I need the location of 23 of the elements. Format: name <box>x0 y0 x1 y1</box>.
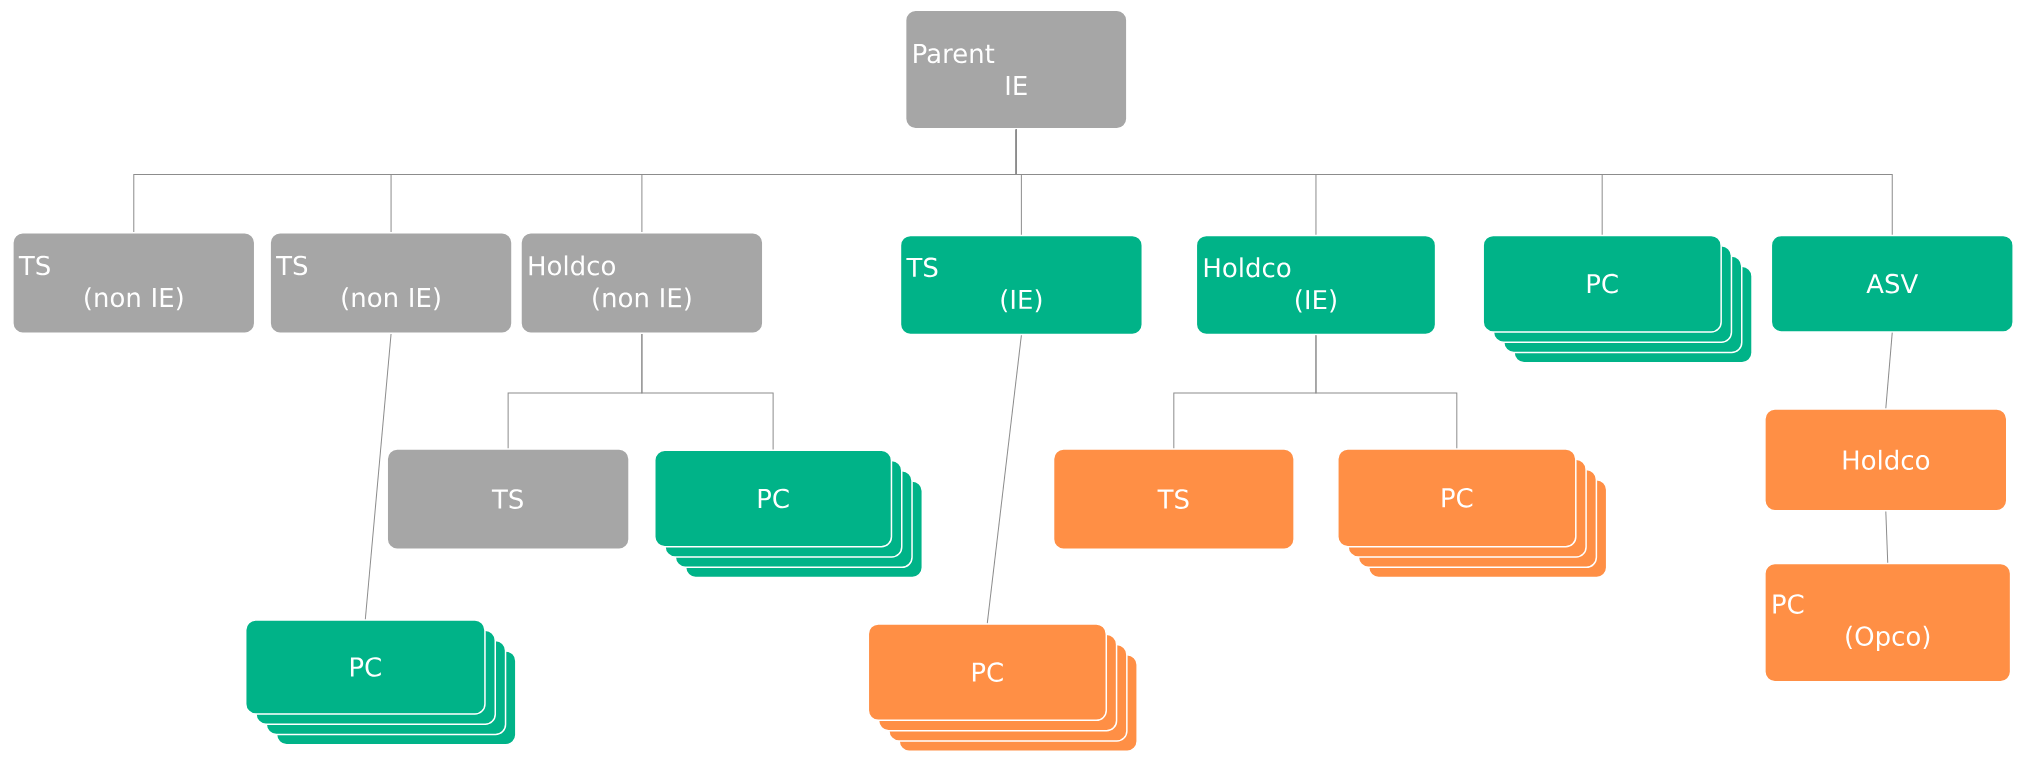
org-box: PC (Opco) <box>1764 562 2012 683</box>
connector-line <box>986 334 1022 624</box>
connector-line <box>1885 332 1893 409</box>
org-box: TS (IE) <box>899 234 1144 336</box>
stacked-cards: PC <box>867 623 1138 752</box>
stacked-cards: PC <box>244 619 517 746</box>
connector-line <box>1015 128 1893 236</box>
connector-line <box>364 333 392 620</box>
org-box: TS (non IE) <box>269 232 513 334</box>
org-box: ASV <box>1770 234 2014 333</box>
stacked-cards: PC <box>654 449 924 579</box>
connector-line <box>1315 334 1458 449</box>
org-box: Holdco <box>1764 408 2008 512</box>
org-box: Holdco (non IE) <box>520 232 764 334</box>
org-box: Parent IE <box>904 9 1128 130</box>
connector-line <box>641 333 774 450</box>
org-box: TS <box>386 448 630 551</box>
stacked-cards: PC <box>1337 448 1608 579</box>
org-box: TS (non IE) <box>12 232 256 334</box>
org-box: Holdco (IE) <box>1195 234 1437 336</box>
connector-line <box>1885 510 1889 564</box>
org-box: TS <box>1052 448 1295 551</box>
stacked-cards: PC <box>1482 234 1753 364</box>
